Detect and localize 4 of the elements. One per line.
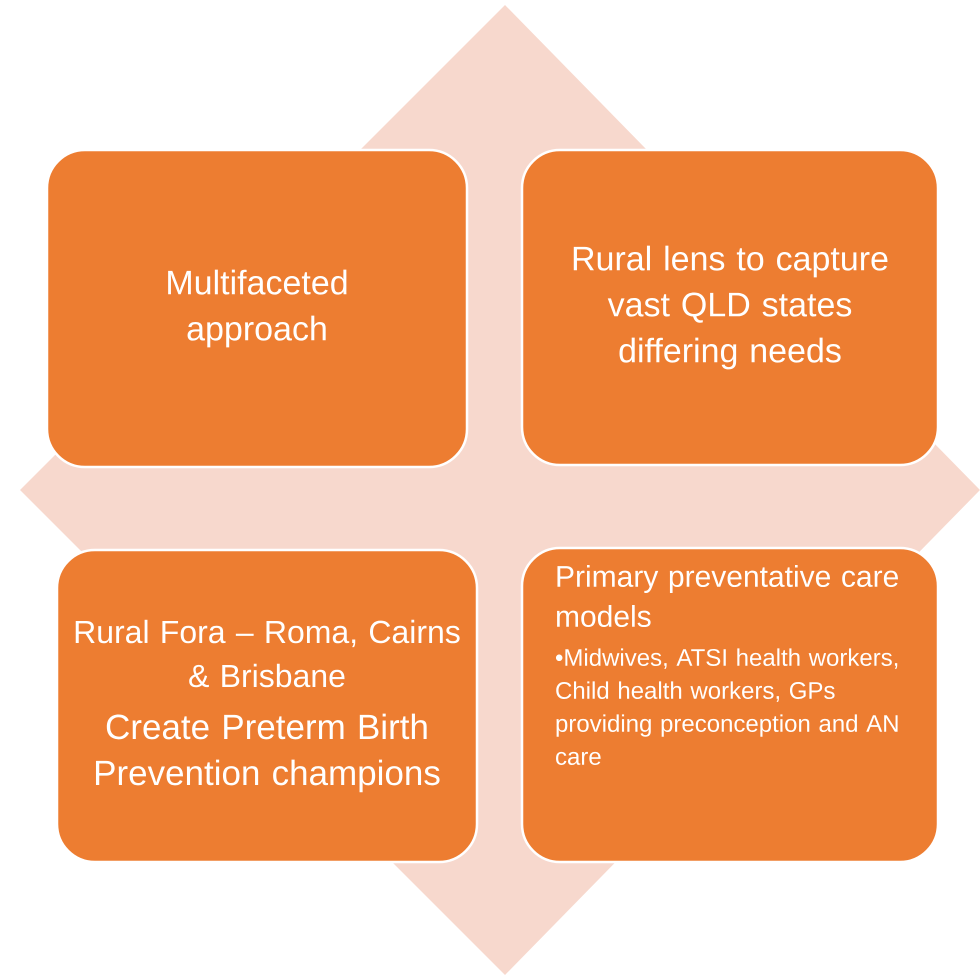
rounded-box: Multifaceted approach [46, 148, 468, 468]
rounded-box: Rural Fora – Roma, Cairns & Brisbane Create Preterm Birth Prevention champions [56, 548, 478, 864]
rounded-box: Primary preventative care models •Midwives, ATSI health workers, Child health workers, GPs providing preconception and AN care [520, 546, 940, 864]
rounded-box: Rural lens to capture vast QLD states differing needs [520, 148, 940, 466]
